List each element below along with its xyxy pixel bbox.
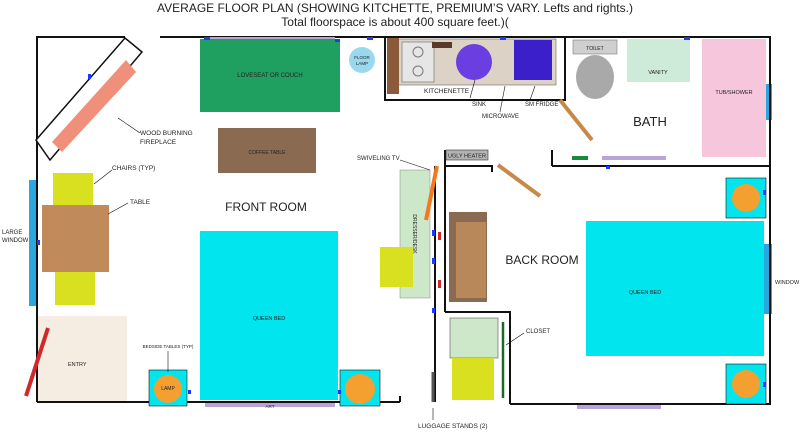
stove [401,41,435,83]
chair-top [53,173,93,208]
art-bottom-label: ART [266,404,275,409]
coffee-table-label: COFFEE TABLE [248,150,286,156]
bedside-tables-label: BEDSIDE TABLES (TYP) [143,344,194,349]
fireplace-label-1: WOOD BURNING [140,130,193,137]
large-window [29,180,38,306]
dresser-desk-label: DRESSER/DESK [411,214,417,254]
fireplace-surround [35,36,144,162]
large-window-label-2: WINDOW [2,238,29,244]
bath-door [558,98,594,142]
fireplace-leader [117,117,141,134]
toilet-tank [572,39,618,55]
entry-label: ENTRY [68,362,87,368]
fireplace [52,60,136,152]
plan-subtitle: Total floorspace is about 400 square fee… [281,15,508,29]
art-back-top [602,156,666,160]
walls [36,36,771,405]
fridge-leader [529,85,536,101]
lamp-back-top [732,184,760,212]
art-bottom [205,403,335,407]
large-window-label-1: LARGE [2,230,22,236]
lamp-label: LAMP [161,386,175,392]
tub-shower [702,39,766,157]
tub-shower-label: TUB/SHOWER [715,90,752,96]
tv-leader [399,159,431,171]
coffee-table [218,128,316,173]
toilet-label: TOILET [586,46,603,52]
window-right-label: WINDOW [775,280,800,286]
queen-bed-back [586,221,764,356]
bath-label: BATH [633,114,667,129]
fireplace-label-2: FIREPLACE [140,139,177,146]
entry-door [24,327,50,397]
kitchen-cabinet [387,38,399,94]
bath-trim [572,156,588,160]
back-room-label: BACK ROOM [505,253,578,267]
floor-lamp-label-1: FLOOR [354,55,370,60]
front-room-label: FRONT ROOM [225,200,307,214]
luggage-stands-label: LUGGAGE STANDS (2) [418,423,488,430]
sink [456,44,492,80]
art-back-bottom [577,405,661,409]
dining-table [42,205,109,272]
microwave [514,40,552,80]
ugly-heater-label: UGLY HEATER [448,154,486,160]
vanity-label: VANITY [648,70,668,76]
sink-leader [469,79,476,99]
sink-label: SINK [472,102,486,108]
burner-2 [412,65,424,77]
closet-label: CLOSET [526,329,550,335]
outlet-markers [37,37,766,394]
loveseat-label: LOVESEAT OR COUCH [237,73,302,79]
back-wardrobe-inner [456,222,486,298]
desk-chair [380,247,413,287]
queen-bed-front [200,231,338,400]
kitchen-detail [432,42,452,48]
floor-lamp [349,47,375,73]
queen-bed-back-label: QUEEN BED [629,290,661,296]
swiveling-tv [424,165,439,221]
queen-bed-front-label: QUEEN BED [253,316,285,322]
swiveling-tv-label: SWIVELING TV [357,156,400,162]
table-leader [107,202,129,215]
kitchenette-label: KITCHENETTE [424,88,470,95]
red-markers [438,232,441,288]
sm-fridge-label: SM FRIDGE [525,102,558,108]
chairs-leader [93,169,113,185]
ugly-heater [445,149,489,161]
loveseat [200,39,340,112]
plan-title: AVERAGE FLOOR PLAN (SHOWING KITCHETTE, P… [157,1,633,15]
vanity [627,39,690,82]
floor-lamp-label-2: LAMP [356,61,368,66]
right-window [764,244,772,314]
entry-area [37,316,127,402]
toilet-bowl [576,55,614,99]
closet-yellow [452,358,494,400]
closet-leader [505,332,525,346]
backroom-door [496,163,542,198]
burner-1 [412,46,424,58]
lamp-left [154,375,182,403]
table-label: TABLE [130,199,151,206]
closet-shelf-green [449,317,499,359]
chairs-label: CHAIRS (TYP) [112,165,155,172]
lamp-back-bottom [732,370,760,398]
microwave-leader [499,85,506,113]
microwave-label: MICROWAVE [482,114,519,120]
lamp-right [345,374,375,404]
